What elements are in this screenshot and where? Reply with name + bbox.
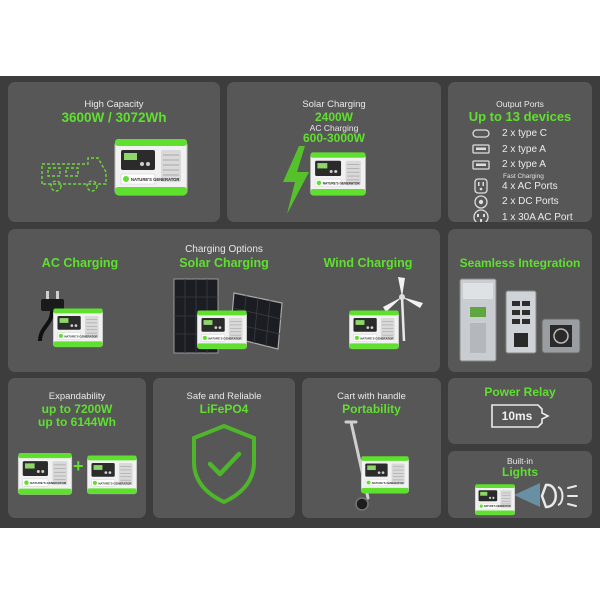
cart-label: Cart with handle [337,391,406,402]
port-label: 4 x AC Ports [502,180,558,192]
generator-capacity: NATURE'S GENERATOR [114,139,188,196]
expand-label: Expandability [48,391,106,402]
port-label: 2 x type A [502,143,546,155]
light-beam-icon [514,483,578,509]
ac-charging-title: AC Charging [41,256,119,270]
port-label: 2 x type A [502,159,546,171]
card-safe-reliable: Safe and Reliable LiFePO4 [153,378,295,518]
port-row-type-c: 2 x type C [470,126,592,142]
port-row-ac: 4 x AC Ports [470,178,592,195]
generator-solar-charging: NATURE'S GENERATOR [197,310,247,350]
generator-ac-charging: NATURE'S GENERATOR [53,308,103,348]
integration-title: Seamless Integration [459,256,581,270]
port-row-30a: 1 x 30A AC Port [470,209,592,222]
generator-solar: NATURE'S GENERATOR [310,152,366,196]
usb-c-icon [470,127,492,141]
fast-charging-note: Fast Charging [503,173,544,180]
lightning-icon [283,146,309,214]
svg-text:NATURE'S GENERATOR: NATURE'S GENERATOR [360,336,393,340]
card-expandability: Expandability up to 7200W up to 6144Wh + [8,378,146,518]
capacity-value: 3600W / 3072Wh [61,110,167,125]
port-label: 2 x DC Ports [502,196,559,208]
svg-text:NATURE'S GENERATOR: NATURE'S GENERATOR [98,481,131,485]
usb-a-icon [470,142,492,156]
card-seamless-integration: Seamless Integration [448,229,592,372]
ac-value: 600-3000W [302,131,366,145]
svg-text:NATURE'S GENERATOR: NATURE'S GENERATOR [208,336,241,340]
ac-label: AC Charging [309,123,359,133]
port-row-dc: 2 x DC Ports [470,194,592,210]
wind-charging-title: Wind Charging [323,256,413,270]
svg-text:NATURE'S GENERATOR: NATURE'S GENERATOR [323,181,361,185]
safe-label: Safe and Reliable [186,391,262,402]
port-row-type-a: 2 x type A [470,142,592,158]
card-output-ports: Output Ports Up to 13 devices 2 x type C… [448,82,592,222]
port-row-type-a-fast: 2 x type A [470,157,592,173]
generator-cart: NATURE'S GENERATOR [360,456,410,494]
transfer-switch-icon [459,278,581,362]
lights-value: Lights [502,465,538,479]
output-label: Output Ports [496,99,544,109]
solar-charging-title: Solar Charging [179,256,269,270]
solar-label: Solar Charging [302,99,366,110]
card-power-relay: Power Relay 10ms [448,378,592,444]
card-portability: Cart with handle Portability [302,378,441,518]
solar-value: 2400W [314,110,354,124]
output-title: Up to 13 devices [468,109,572,124]
safe-value: LiFePO4 [199,402,249,416]
infographic-panel: High Capacity 3600W / 3072Wh Solar Charg… [0,76,600,528]
usb-a-fast-icon [470,158,492,172]
relay-value: 10ms [501,409,533,423]
generator-wind-charging: NATURE'S GENERATOR [349,310,399,350]
svg-text:NATURE'S GENERATOR: NATURE'S GENERATOR [372,481,404,485]
generator-expand-right: NATURE'S GENERATOR [87,455,137,495]
generator-expand-left: NATURE'S GENERATOR [17,452,73,495]
cart-value: Portability [342,402,401,416]
solar-panel-icon [173,278,283,354]
svg-text:NATURE'S GENERATOR: NATURE'S GENERATOR [484,505,511,508]
card-built-in-lights: Built-in Lights [448,451,592,518]
lights-label: Built-in [507,456,533,466]
svg-text:NATURE'S GENERATOR: NATURE'S GENERATOR [30,481,67,485]
30a-outlet-icon [470,209,492,222]
port-label: 1 x 30A AC Port [502,211,573,222]
charging-header: Charging Options [185,244,263,255]
expand-value-watts: up to 7200W [41,402,113,416]
shield-check-icon [192,423,256,505]
wind-turbine-icon [383,277,423,342]
ac-outlet-icon [470,178,492,194]
expand-value-wh: up to 6144Wh [37,415,116,429]
plus-sign: + [73,456,84,476]
generator-lights: NATURE'S GENERATOR [474,484,516,516]
svg-text:NATURE'S GENERATOR: NATURE'S GENERATOR [64,334,97,338]
capacity-label: High Capacity [84,99,144,110]
ac-plug-icon [38,291,64,342]
port-label: 2 x type C [502,128,548,140]
card-solar-charging: Solar Charging 2400W AC Charging 600-300… [227,82,441,222]
port-list: 2 x type C 2 x type A 2 x type A 4 x AC … [470,126,592,222]
relay-title: Power Relay [484,385,556,399]
dc-port-icon [470,195,492,209]
svg-text:NATURE'S GENERATOR: NATURE'S GENERATOR [131,177,179,182]
rv-icon [41,157,107,192]
relay-badge-icon [491,404,550,428]
